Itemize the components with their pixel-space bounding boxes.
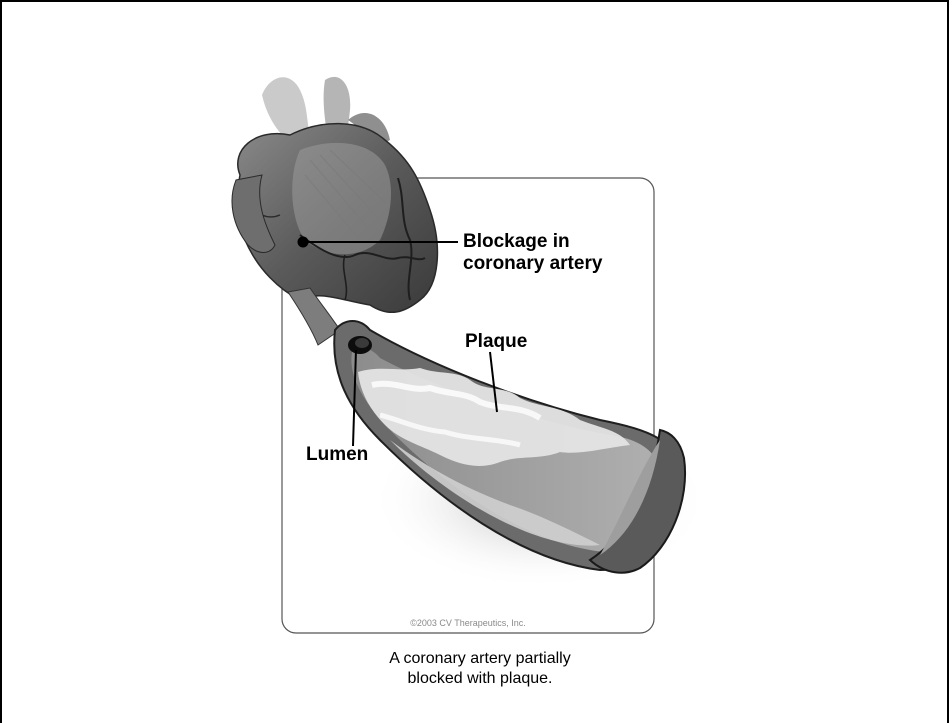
- blockage-marker: [298, 237, 309, 248]
- caption-line2: blocked with plaque.: [300, 669, 660, 689]
- blockage-label-line2: coronary artery: [463, 253, 602, 275]
- blockage-label: Blockage in coronary artery: [463, 231, 602, 275]
- copyright-notice: ©2003 CV Therapeutics, Inc.: [378, 618, 558, 628]
- figure-caption: A coronary artery partially blocked with…: [300, 649, 660, 689]
- heart: [232, 77, 437, 312]
- blockage-label-line1: Blockage in: [463, 231, 602, 253]
- lumen-label: Lumen: [306, 444, 368, 466]
- caption-line1: A coronary artery partially: [300, 649, 660, 669]
- plaque-label: Plaque: [465, 331, 527, 353]
